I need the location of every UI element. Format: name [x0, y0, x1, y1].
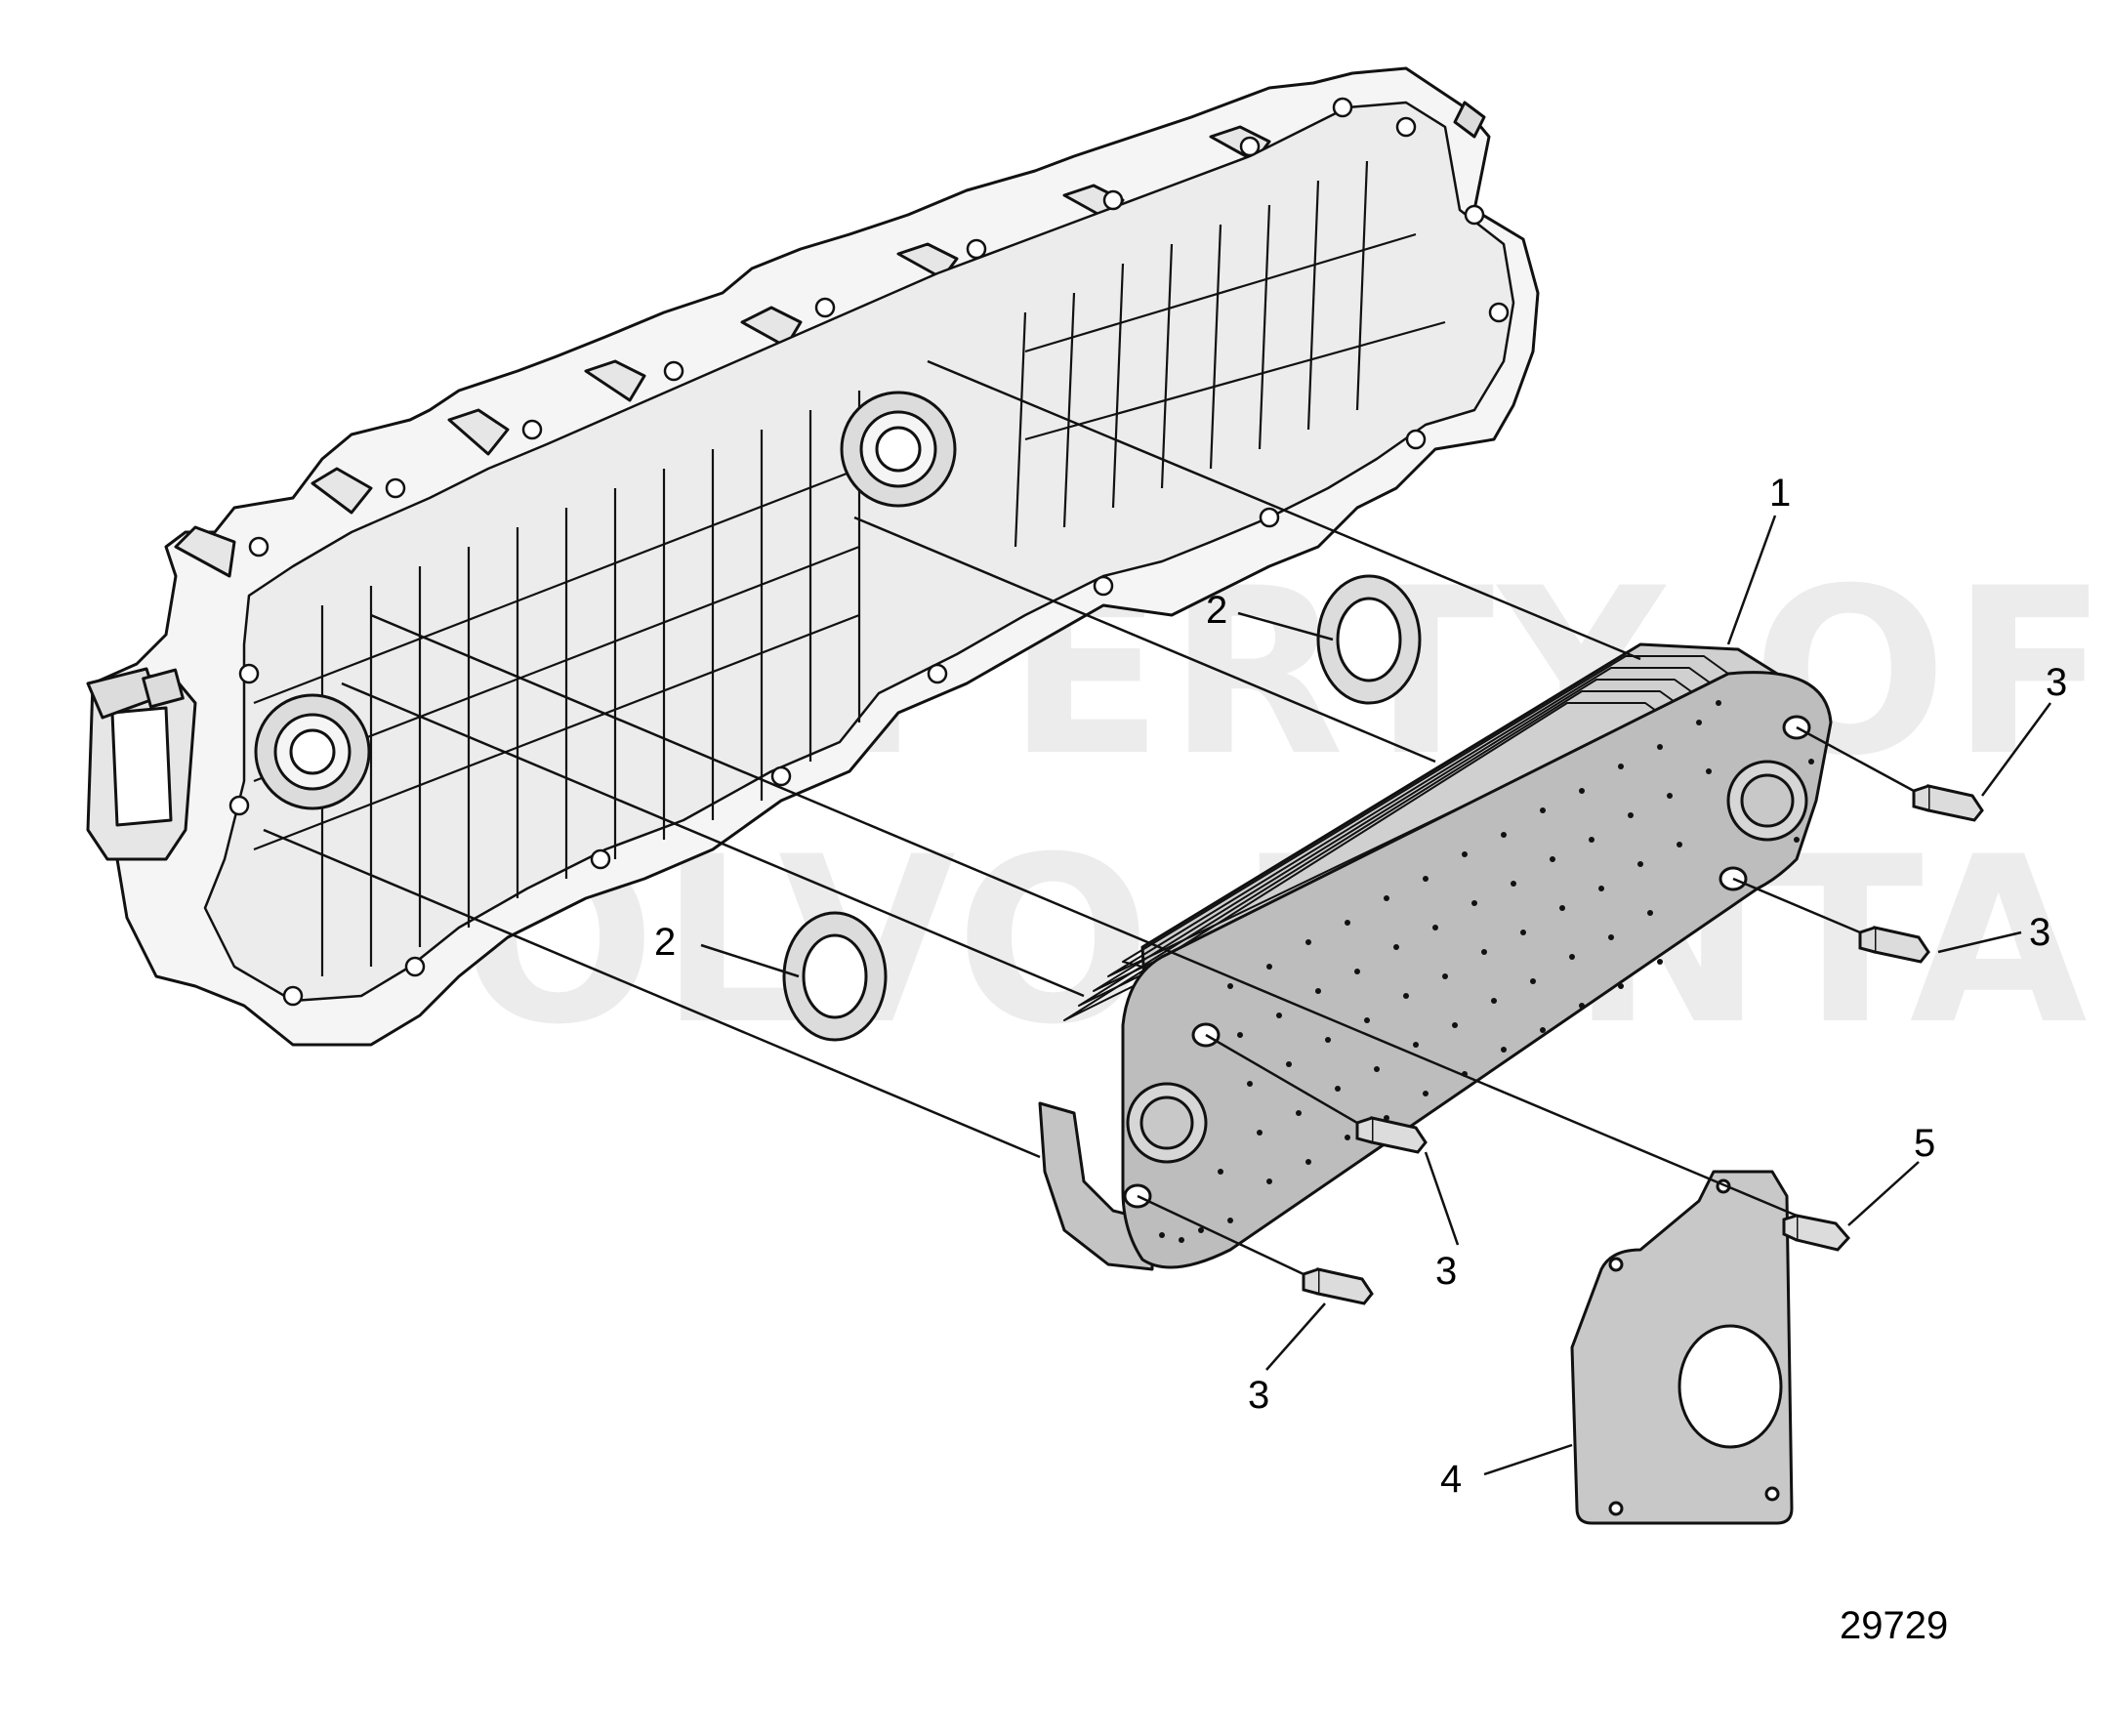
figure-number: 29729: [1840, 1604, 1948, 1647]
screw-3-upper-right: [1912, 784, 1984, 822]
screws: [1302, 784, 1984, 1305]
oil-cooler-housing: [86, 66, 1540, 1047]
cover-plate: [1570, 1170, 1794, 1525]
screw-3-middle-right: [1858, 926, 1930, 964]
callout-5: 5: [1914, 1122, 1935, 1165]
callout-3-center: 3: [1435, 1250, 1457, 1293]
callout-2-lower: 2: [654, 921, 676, 964]
leader-lines: [700, 515, 2052, 1476]
callouts: 1 2 2 3 3 3 3 4 5: [654, 472, 2067, 1501]
callout-3-middle-right: 3: [2029, 911, 2050, 954]
sealing-ring-upper: [1316, 574, 1422, 705]
callout-4: 4: [1440, 1458, 1462, 1501]
callout-3-lower-left: 3: [1248, 1374, 1269, 1417]
screw-3-center: [1355, 1116, 1428, 1154]
sealing-ring-lower: [782, 911, 888, 1042]
screw-5: [1782, 1214, 1851, 1252]
callout-1: 1: [1769, 472, 1791, 515]
callout-3-upper-right: 3: [2046, 661, 2067, 704]
screw-3-lower-left: [1302, 1267, 1374, 1305]
alignment-lines: [263, 359, 1915, 1276]
callout-2-upper: 2: [1206, 589, 1227, 632]
